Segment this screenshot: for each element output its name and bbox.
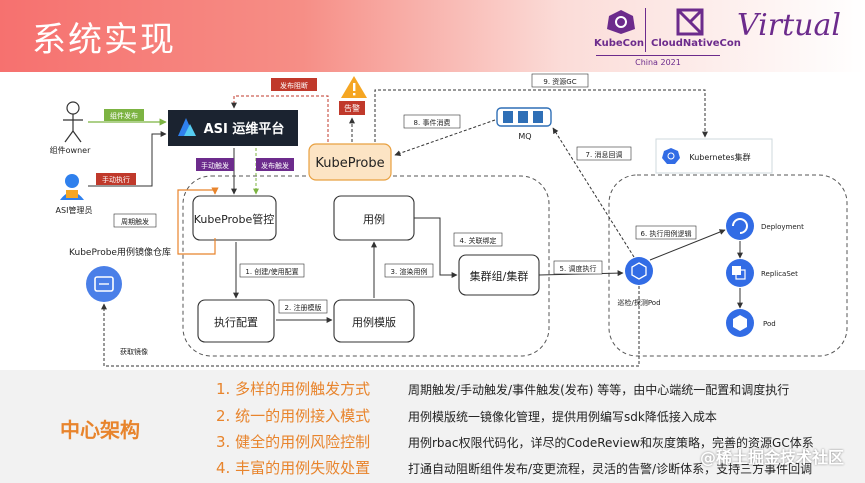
point-title-1: 1. 多样的用例触发方式 xyxy=(216,380,371,398)
probe-pod-icon xyxy=(625,257,653,285)
create-config-tag xyxy=(239,263,305,278)
callback-tag-label: 7. 消息回调 xyxy=(586,150,623,159)
bind-tag-label: 4. 关联绑定 xyxy=(460,236,497,245)
gc-tag xyxy=(531,73,589,88)
owner-label: 组件owner xyxy=(50,145,91,155)
header-banner xyxy=(0,0,865,72)
kubeprobe-control-label: KubeProbe管控 xyxy=(194,212,275,226)
cloudnativecon-label: CloudNativeCon xyxy=(651,38,741,49)
register-tag xyxy=(278,299,328,314)
deployment-icon xyxy=(726,212,754,240)
alert-warning-icon xyxy=(341,76,367,98)
run-logic-tag xyxy=(635,225,697,240)
bind-tag xyxy=(453,232,503,247)
image-repo-icon xyxy=(86,266,122,302)
pull-image-label: 获取镜像 xyxy=(120,347,148,356)
repo-label: KubeProbe用例镜像仓库 xyxy=(69,246,171,258)
asi-logo-icon xyxy=(178,118,196,136)
mq-queue-icon xyxy=(496,107,552,127)
point-desc-2: 用例模版统一镜像化管理，提供用例编写sdk降低接入成本 xyxy=(408,410,717,424)
bind-edge xyxy=(414,217,458,278)
consume-tag-label: 8. 事件消费 xyxy=(414,118,451,127)
replicaset-icon xyxy=(726,259,754,287)
manual-exec-edge xyxy=(88,131,167,187)
virtual-label: Virtual xyxy=(737,8,841,43)
periodic-tag-label: 周期触发 xyxy=(121,217,149,226)
consume-tag xyxy=(403,114,461,129)
deploy-trigger-tag xyxy=(256,158,294,171)
kubeprobe-center-box xyxy=(308,143,392,181)
create-config-tag-label: 1. 创建/使用配置 xyxy=(245,267,298,276)
kubecon-label: KubeCon xyxy=(594,38,644,49)
periodic-tag xyxy=(113,213,157,228)
run-logic-tag-label: 6. 执行用例逻辑 xyxy=(641,229,692,238)
point-desc-1: 周期触发/手动触发/事件触发(发布) 等等，由中心端统一配置和调度执行 xyxy=(408,383,790,397)
summary-panel xyxy=(0,370,865,483)
point-title-3: 3. 健全的用例风险控制 xyxy=(216,433,371,451)
watermark: @稀土掘金技术社区 xyxy=(700,448,845,467)
gc-tag-label: 9. 资源GC xyxy=(543,77,576,86)
architecture-diagram: 组件owner ASI管理员 KubeProbe用例镜像仓库 ASI 运维平台 … xyxy=(50,73,848,367)
point-title-2: 2. 统一的用例接入模式 xyxy=(216,407,371,425)
point-desc-4: 打通自动阻断组件发布/变更流程，灵活的告警/诊断体系，支持三方事件回调 xyxy=(408,462,813,476)
k8s-cluster-region xyxy=(608,174,848,357)
render-tag-label: 3. 渲染用例 xyxy=(391,267,428,276)
schedule-tag xyxy=(553,260,603,275)
point-desc-3: 用例rbac权限代码化，详尽的CodeReview和灰度策略，完善的资源GC体系 xyxy=(408,436,814,450)
event-year: China 2021 xyxy=(596,55,720,67)
admin-label: ASI管理员 xyxy=(56,205,93,215)
kubecon-logo-icon xyxy=(607,10,635,34)
pod-resource-label: Pod xyxy=(763,320,776,328)
register-tag-label: 2. 注册模版 xyxy=(285,303,322,312)
manual-trigger-tag xyxy=(196,158,234,171)
cloudnativecon-logo-icon xyxy=(676,8,704,36)
kubeprobe-control-box xyxy=(192,195,277,241)
usecase-template-box xyxy=(333,299,415,343)
gc-edge xyxy=(374,89,708,142)
periodic-trigger-edge xyxy=(177,187,219,255)
deploy-trigger-tag-label: 发布触发 xyxy=(261,161,289,170)
block-edge xyxy=(231,95,329,142)
callback-edge xyxy=(552,127,635,258)
render-tag xyxy=(384,263,434,278)
cluster-group-label: 集群组/集群 xyxy=(470,269,529,283)
replicaset-label: ReplicaSet xyxy=(761,270,798,278)
deployment-label: Deployment xyxy=(761,223,804,231)
consume-edge xyxy=(394,119,496,157)
callback-tag xyxy=(576,146,632,161)
manual-exec-tag-label: 手动执行 xyxy=(102,175,130,184)
publish-tag-label: 组件发布 xyxy=(110,111,138,120)
exec-config-box xyxy=(197,299,275,343)
alert-label: 告警 xyxy=(344,103,360,113)
manual-trigger-tag-label: 手动触发 xyxy=(201,161,229,170)
logo-divider xyxy=(645,8,646,52)
mq-label: MQ xyxy=(518,132,531,141)
manual-exec-tag xyxy=(96,173,136,185)
admin-user-icon xyxy=(60,174,84,200)
kubernetes-logo-icon xyxy=(662,148,680,164)
usecase-label: 用例 xyxy=(363,212,385,226)
run-logic-edge xyxy=(649,229,726,261)
publish-tag xyxy=(104,109,144,121)
owner-person-icon xyxy=(63,101,83,143)
schedule-tag-label: 5. 调度执行 xyxy=(560,264,597,273)
point-title-4: 4. 丰富的用例失败处置 xyxy=(216,459,371,477)
alert-badge xyxy=(339,101,365,115)
usecase-template-label: 用例模版 xyxy=(352,315,396,329)
pod-resource-icon xyxy=(726,309,754,337)
block-tag xyxy=(271,78,317,91)
pull-image-edge xyxy=(101,286,640,367)
exec-config-label: 执行配置 xyxy=(214,315,258,329)
k8s-cluster-label: Kubernetes集群 xyxy=(689,152,750,162)
summary-heading: 中心架构 xyxy=(60,418,140,442)
page-title: 系统实现 xyxy=(32,20,176,60)
asi-platform-label: ASI 运维平台 xyxy=(204,121,285,137)
block-tag-label: 发布阻断 xyxy=(280,81,308,90)
kubeprobe-center-label: KubeProbe xyxy=(315,156,384,171)
